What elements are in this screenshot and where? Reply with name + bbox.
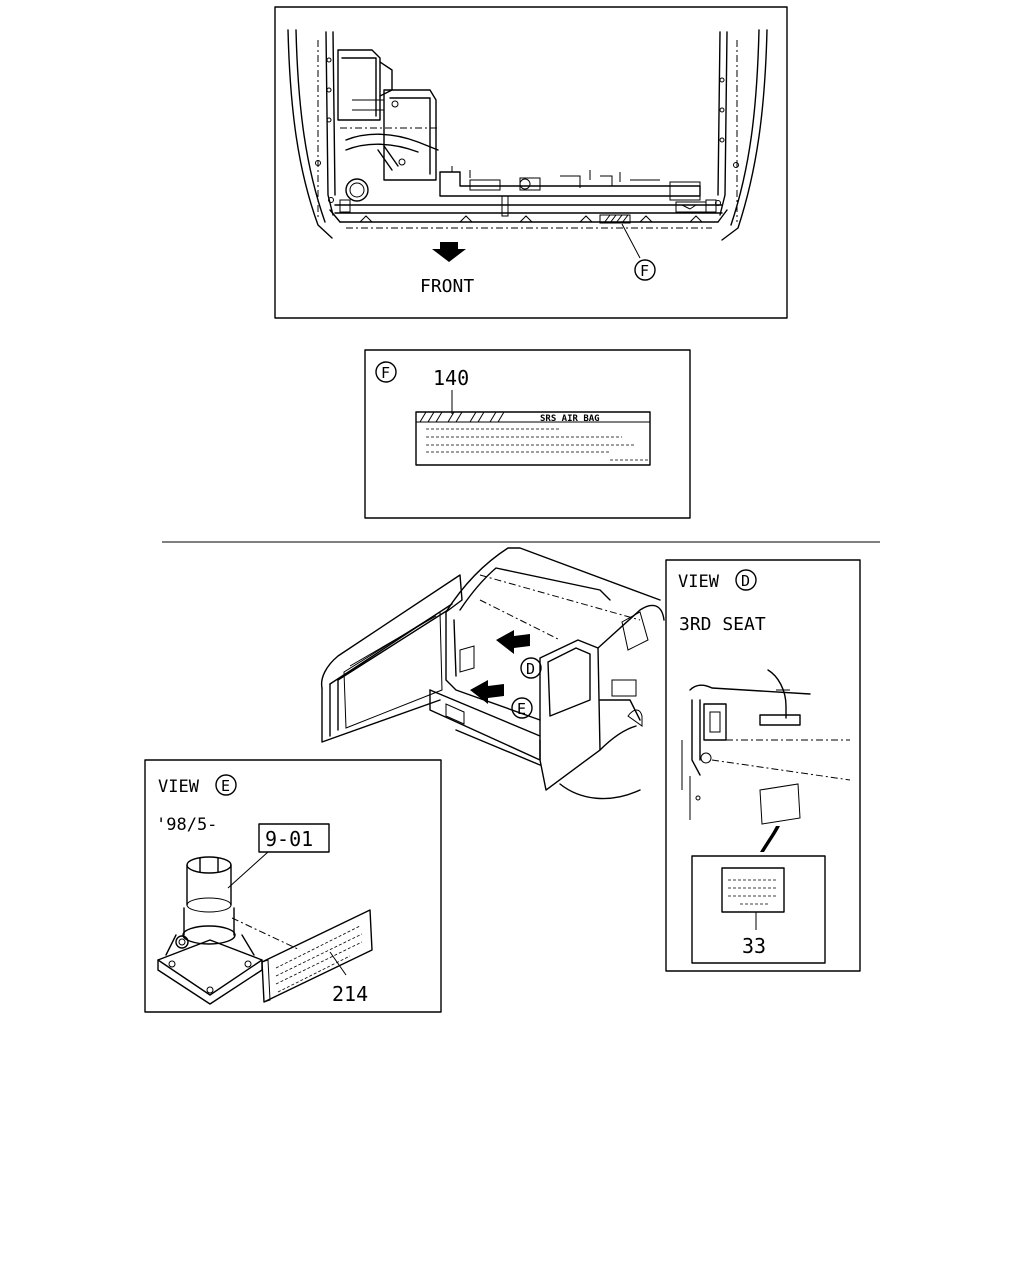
view-e-box: VIEW E '98/5- 9-01 [144,759,442,1013]
label-location-f [599,214,641,259]
part-number-214: 214 [332,982,368,1006]
view-e-frame [144,759,442,1013]
underbody-view: FRONT F [274,6,788,319]
srs-airbag-label: SRS AIR BAG [415,411,651,466]
view-e-callout: E [221,777,230,795]
callout-d-circle-icon [520,657,542,679]
tailgate-callout-e: E [517,700,526,718]
view-d-frame [665,559,861,972]
part-number-140: 140 [433,366,469,390]
part-number-33: 33 [742,934,766,958]
detail-f-frame [364,349,691,519]
tailgate-view: D E [320,547,665,800]
view-d-heading: VIEW [678,572,720,592]
detail-f-callout: F [381,364,390,382]
label-33 [721,867,785,913]
view-e-date-code: '98/5- [156,815,217,835]
callout-f-circle-icon [634,259,656,281]
jack-drawing [157,856,263,1005]
arrow-e-icon [470,680,504,704]
view-d-label-sticker [759,783,801,825]
label-214 [261,909,373,1003]
front-label: FRONT [420,276,474,297]
detail-f-circle-icon [375,361,397,383]
view-d-subheading: 3RD SEAT [679,614,766,635]
view-d-circle-icon [735,569,757,591]
arrow-d-icon [496,630,530,654]
reference-9-01: 9-01 [265,827,313,851]
view-e-circle-icon [215,774,237,796]
view-d-callout: D [741,572,750,590]
callout-f-letter: F [640,262,649,280]
underbody-frame [274,6,788,319]
view-e-heading: VIEW [158,777,200,797]
view-d-zoom-frame [691,855,826,964]
view-d-box: VIEW D 3RD SEAT 33 [665,559,861,972]
front-arrow-icon [432,242,466,262]
srs-airbag-title: SRS AIR BAG [540,414,600,424]
callout-e-circle-icon [511,697,533,719]
reference-box [258,823,330,853]
detail-f-box: F 140 SRS AIR BAG [364,349,691,519]
tailgate-callout-d: D [526,660,535,678]
